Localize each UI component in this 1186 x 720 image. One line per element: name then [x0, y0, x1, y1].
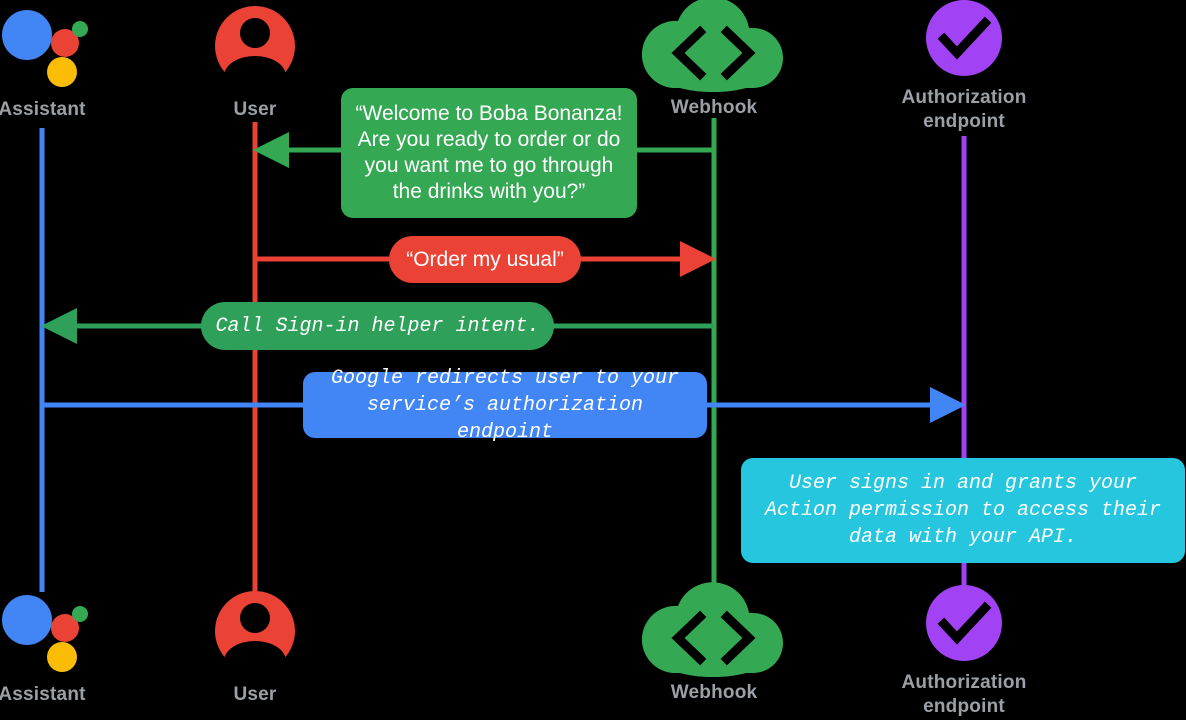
cloud-code-icon — [641, 0, 783, 92]
message-bubble-order-my-usual: “Order my usual” — [389, 236, 581, 283]
actor-label-assistant-top: Assistant — [0, 99, 86, 120]
actor-label-webhook-top: Webhook — [670, 97, 758, 118]
message-bubble-user-signs-in: User signs in and grants your Action per… — [741, 458, 1185, 563]
cloud-code-icon-bottom — [641, 582, 783, 677]
purple-check-circle-icon-bottom — [926, 585, 1002, 661]
user-avatar-icon-bottom — [215, 591, 295, 671]
google-assistant-icon-bottom — [2, 595, 88, 672]
actor-label-user-top: User — [233, 99, 277, 120]
actor-label-authorization-endpoint-top: Authorization endpoint — [901, 87, 1027, 132]
message-bubble-welcome: “Welcome to Boba Bonanza! Are you ready … — [341, 88, 637, 218]
actor-label-authorization-endpoint-bottom: Authorization endpoint — [901, 672, 1027, 717]
actor-label-webhook-bottom: Webhook — [670, 682, 758, 703]
message-bubble-google-redirects: Google redirects user to your service’s … — [303, 367, 707, 444]
google-assistant-icon — [2, 10, 88, 87]
actor-label-user-bottom: User — [233, 684, 277, 705]
actor-label-assistant-bottom: Assistant — [0, 684, 86, 705]
message-bubble-call-signin-helper: Call Sign-in helper intent. — [201, 302, 554, 350]
purple-check-circle-icon — [926, 0, 1002, 76]
user-avatar-icon — [215, 6, 295, 86]
